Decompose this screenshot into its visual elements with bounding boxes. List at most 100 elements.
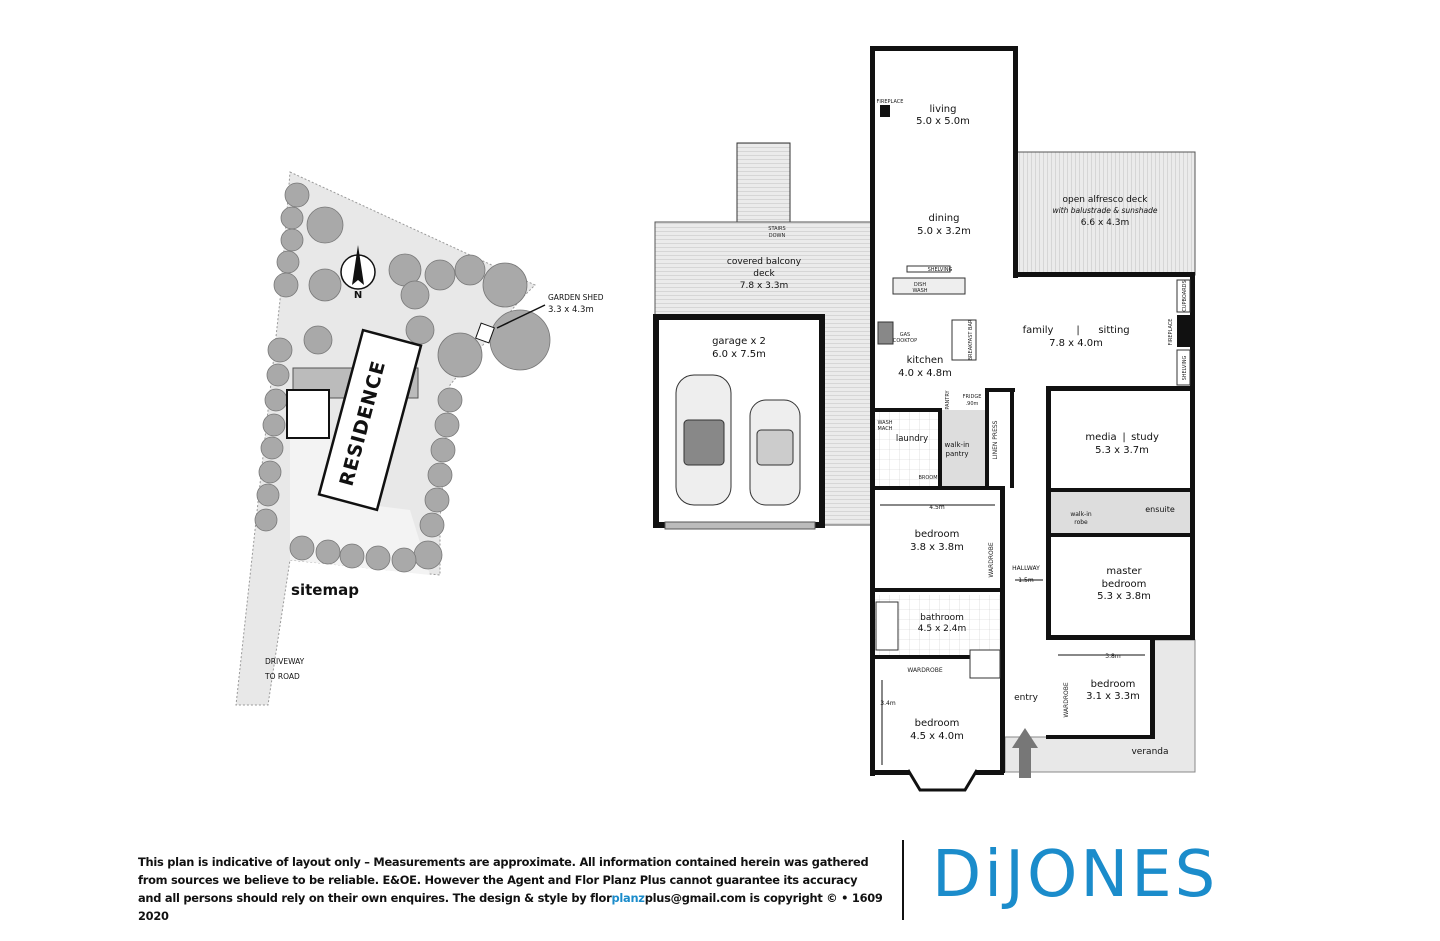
room-separator: |: [1076, 325, 1079, 336]
room-bedroom: bedroom: [1091, 679, 1136, 690]
email-part: flor: [590, 891, 612, 905]
outbuilding: [286, 389, 330, 439]
room-kitchen: kitchen: [907, 355, 944, 366]
breakfast-bar: [951, 319, 977, 361]
room-master: bedroom: [1102, 579, 1147, 590]
room-study: study: [1131, 432, 1159, 443]
room-size: 3.1 x 3.3m: [1086, 691, 1140, 702]
dimension-label: 3.4m: [880, 700, 896, 707]
walls: [653, 46, 1195, 776]
alfresco-deck: [1014, 151, 1196, 276]
dimension-label: 1.5m: [1018, 577, 1034, 584]
room-alfresco: open alfresco deck: [1063, 195, 1149, 205]
fixture-label: COOKTOP: [893, 338, 917, 344]
fixture-label: FIREPLACE: [877, 99, 904, 105]
sitemap: RESIDENCE N GARDEN SHED 3.3 x 4.3m sitem…: [235, 171, 604, 706]
room-size: 5.0 x 3.2m: [917, 226, 971, 237]
north-compass-icon: N: [340, 245, 376, 301]
room-bedroom: bedroom: [915, 529, 960, 540]
room-bedroom: bedroom: [915, 718, 960, 729]
fixture-label: MACH: [878, 426, 893, 432]
fixture-label: PANTRY: [945, 389, 951, 409]
room-size: 5.3 x 3.8m: [1097, 591, 1151, 602]
room-garage: garage x 2: [712, 336, 766, 347]
trees: [254, 182, 551, 573]
room-balcony: deck: [753, 269, 775, 279]
dimension-label: 4.5m: [929, 504, 945, 511]
fireplace-icon: [880, 105, 890, 117]
bathtub: [875, 601, 899, 651]
shelving: [906, 265, 951, 273]
stairs: [736, 142, 791, 224]
garden-shed-label: GARDEN SHED: [548, 293, 604, 302]
room-size: 7.8 x 4.0m: [1049, 338, 1103, 349]
disclaimer-text: This plan is indicative of layout only –…: [138, 855, 869, 905]
room-size: 5.0 x 5.0m: [916, 116, 970, 127]
bench: [892, 277, 966, 295]
disclaimer: This plan is indicative of layout only –…: [138, 853, 883, 925]
fixture-label: LINEN PRESS: [992, 420, 999, 459]
fixture-label: WARDROBE: [988, 542, 995, 578]
room-size: 6.6 x 4.3m: [1081, 218, 1129, 228]
north-label: N: [354, 290, 362, 301]
dimension-lines: [880, 504, 1145, 765]
room-master: master: [1106, 566, 1142, 577]
fixture-label: DOWN: [769, 233, 786, 239]
fixture-label: GAS: [900, 332, 910, 338]
fixture-label: WARDROBE: [1063, 682, 1070, 718]
gas-cooktop-icon: [877, 321, 894, 345]
room-separator: |: [1122, 432, 1125, 443]
room-note: with balustrade & sunshade: [1052, 206, 1157, 215]
dijones-logo: DiJONES: [932, 838, 1219, 912]
email-part: plus@gmail.com: [644, 891, 746, 905]
room-size: 5.3 x 3.7m: [1095, 445, 1149, 456]
room-pantry: walk-in: [945, 441, 970, 449]
divider: [902, 840, 904, 920]
room-size: 7.8 x 3.3m: [740, 281, 788, 291]
room-bathroom: bathroom: [920, 613, 964, 623]
fixture-label: BROOM: [918, 475, 937, 481]
room-size: 4.5 x 2.4m: [918, 624, 966, 634]
shed-arrow: [496, 304, 546, 329]
fireplace-icon: [1177, 315, 1191, 347]
bay-window: [906, 769, 979, 792]
room-robe: walk-in: [1070, 511, 1092, 518]
fixture-label: SHELVING: [928, 267, 953, 273]
car-icon: [675, 374, 801, 506]
fixture-label: WASH: [912, 288, 927, 294]
fixture-label: STAIRS: [768, 226, 785, 232]
room-living: living: [930, 104, 957, 115]
copyright-text: is copyright © • 1609 2020: [138, 891, 883, 923]
room-size: 4.5 x 4.0m: [910, 731, 964, 742]
garden-shed-size: 3.3 x 4.3m: [548, 305, 594, 315]
garage-door: [664, 521, 816, 530]
fixture-label: .90m: [966, 401, 979, 407]
fixture-label: DISH: [914, 282, 926, 288]
fixture-label: SHELVING: [1182, 355, 1188, 380]
room-family: family: [1023, 325, 1054, 336]
room-robe: robe: [1074, 519, 1088, 526]
room-balcony: covered balcony: [727, 257, 802, 267]
garden-shed: [475, 322, 495, 344]
email-part: planz: [611, 891, 645, 905]
fixture-label: BREAKFAST BAR: [968, 319, 974, 360]
driveway-label: DRIVEWAY: [265, 657, 305, 666]
room-media: media: [1085, 432, 1116, 443]
fixture-label: WARDROBE: [907, 667, 943, 674]
sitemap-title: sitemap: [291, 581, 359, 599]
room-size: 6.0 x 7.5m: [712, 349, 766, 360]
room-dining: dining: [929, 213, 960, 224]
dimension-label: 3.8m: [1105, 653, 1121, 660]
fixture-label: CUPBOARDS: [1182, 280, 1188, 311]
room-laundry: laundry: [896, 434, 928, 444]
floorplan: FIREPLACE SHELVING DISH WASH GAS COOKTOP…: [653, 46, 1196, 792]
room-ensuite: ensuite: [1145, 505, 1175, 514]
shower: [969, 649, 1001, 679]
driveway-label-2: TO ROAD: [264, 672, 300, 681]
entry-arrow-icon: [1012, 728, 1038, 778]
fixture-label: WASH: [877, 420, 892, 426]
room-size: 3.8 x 3.8m: [910, 542, 964, 553]
room-entry: entry: [1014, 693, 1038, 703]
room-size: 4.0 x 4.8m: [898, 368, 952, 379]
